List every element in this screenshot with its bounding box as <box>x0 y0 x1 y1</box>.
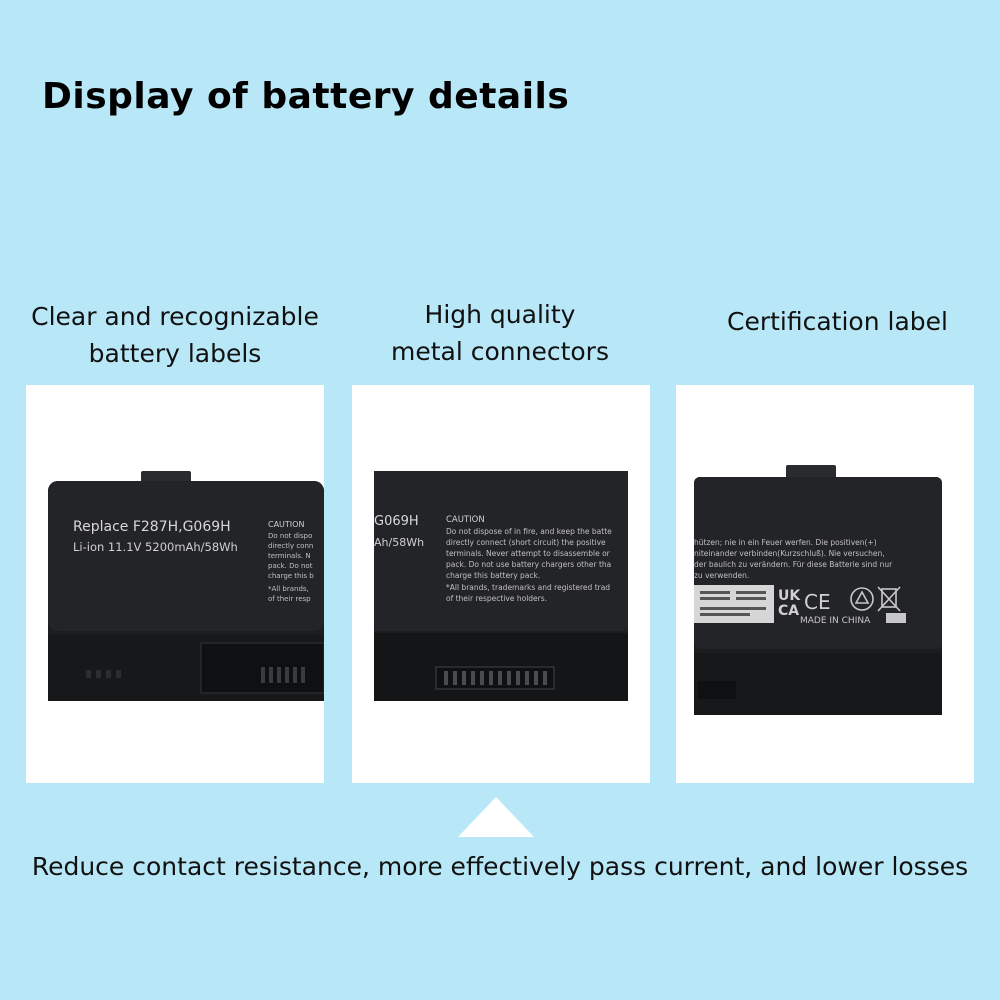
caption-line: High quality <box>424 300 576 329</box>
caption-line: battery labels <box>88 339 262 368</box>
german-line: hützen; nie in ein Feuer werfen. Die pos… <box>694 538 877 547</box>
caution-line: directly connect (short circuit) the pos… <box>446 538 606 547</box>
caption-line: metal connectors <box>390 337 609 366</box>
caution-line: of their respective holders. <box>446 594 547 603</box>
compliance-sticker <box>694 585 774 623</box>
caption-battery-labels: Clear and recognizable battery labels <box>20 298 330 372</box>
caution-line: terminals. N <box>268 552 311 560</box>
caution-line: Do not dispose of in fire, and keep the … <box>446 527 612 536</box>
certification-label-photo: hützen; nie in ein Feuer werfen. Die pos… <box>676 385 974 783</box>
recycle-icon <box>850 587 874 611</box>
caption-metal-connectors: High quality metal connectors <box>350 296 650 370</box>
caption-line: Certification label <box>727 307 948 336</box>
caution-line: pack. Do not <box>268 562 313 570</box>
footer-caption: Reduce contact resistance, more effectiv… <box>31 852 969 881</box>
made-in-label: MADE IN CHINA <box>800 616 871 626</box>
caution-line: of their resp <box>268 595 311 603</box>
caution-text: Do not dispo directly conn terminals. N … <box>268 532 314 603</box>
german-line: niteinander verbinden(Kurzschluß). Nie v… <box>694 549 885 558</box>
caution-line: Do not dispo <box>268 532 312 540</box>
page-title: Display of battery details <box>42 76 570 117</box>
caution-line: terminals. Never attempt to disassemble … <box>446 549 611 558</box>
german-line: zu verwenden. <box>694 571 749 580</box>
spec-label: Ah/58Wh <box>374 536 424 549</box>
caution-line: *All brands, <box>268 585 309 593</box>
ce-mark: CE <box>804 590 831 614</box>
pointer-arrow-icon <box>458 797 534 837</box>
caution-line: charge this battery pack. <box>446 571 540 580</box>
model-label: G069H <box>374 514 419 529</box>
caption-line: Clear and recognizable <box>31 302 319 331</box>
caution-line: directly conn <box>268 542 313 550</box>
caution-line: pack. Do not use battery chargers other … <box>446 560 611 569</box>
caption-certification: Certification label <box>680 303 995 340</box>
connector-pins <box>444 671 547 685</box>
caution-line: *All brands, trademarks and registered t… <box>446 583 610 592</box>
model-label: Replace F287H,G069H <box>73 519 231 535</box>
caution-heading: CAUTION <box>446 515 485 525</box>
german-line: der baulich zu verändern. Für diese Batt… <box>694 560 893 569</box>
battery-label-photo: Replace F287H,G069H Li-ion 11.1V 5200mAh… <box>26 385 324 783</box>
caution-line: charge this b <box>268 572 314 580</box>
ukca-mark: CA <box>778 603 799 619</box>
metal-connector-photo: G069H Ah/58Wh CAUTION Do not dispose of … <box>352 385 650 783</box>
weee-bin-icon <box>877 586 901 612</box>
caution-text: Do not dispose of in fire, and keep the … <box>446 527 612 603</box>
spec-label: Li-ion 11.1V 5200mAh/58Wh <box>73 540 238 554</box>
german-caution-text: hützen; nie in ein Feuer werfen. Die pos… <box>694 538 893 580</box>
caution-heading: CAUTION <box>268 520 304 529</box>
ukca-mark: UK <box>778 588 801 604</box>
